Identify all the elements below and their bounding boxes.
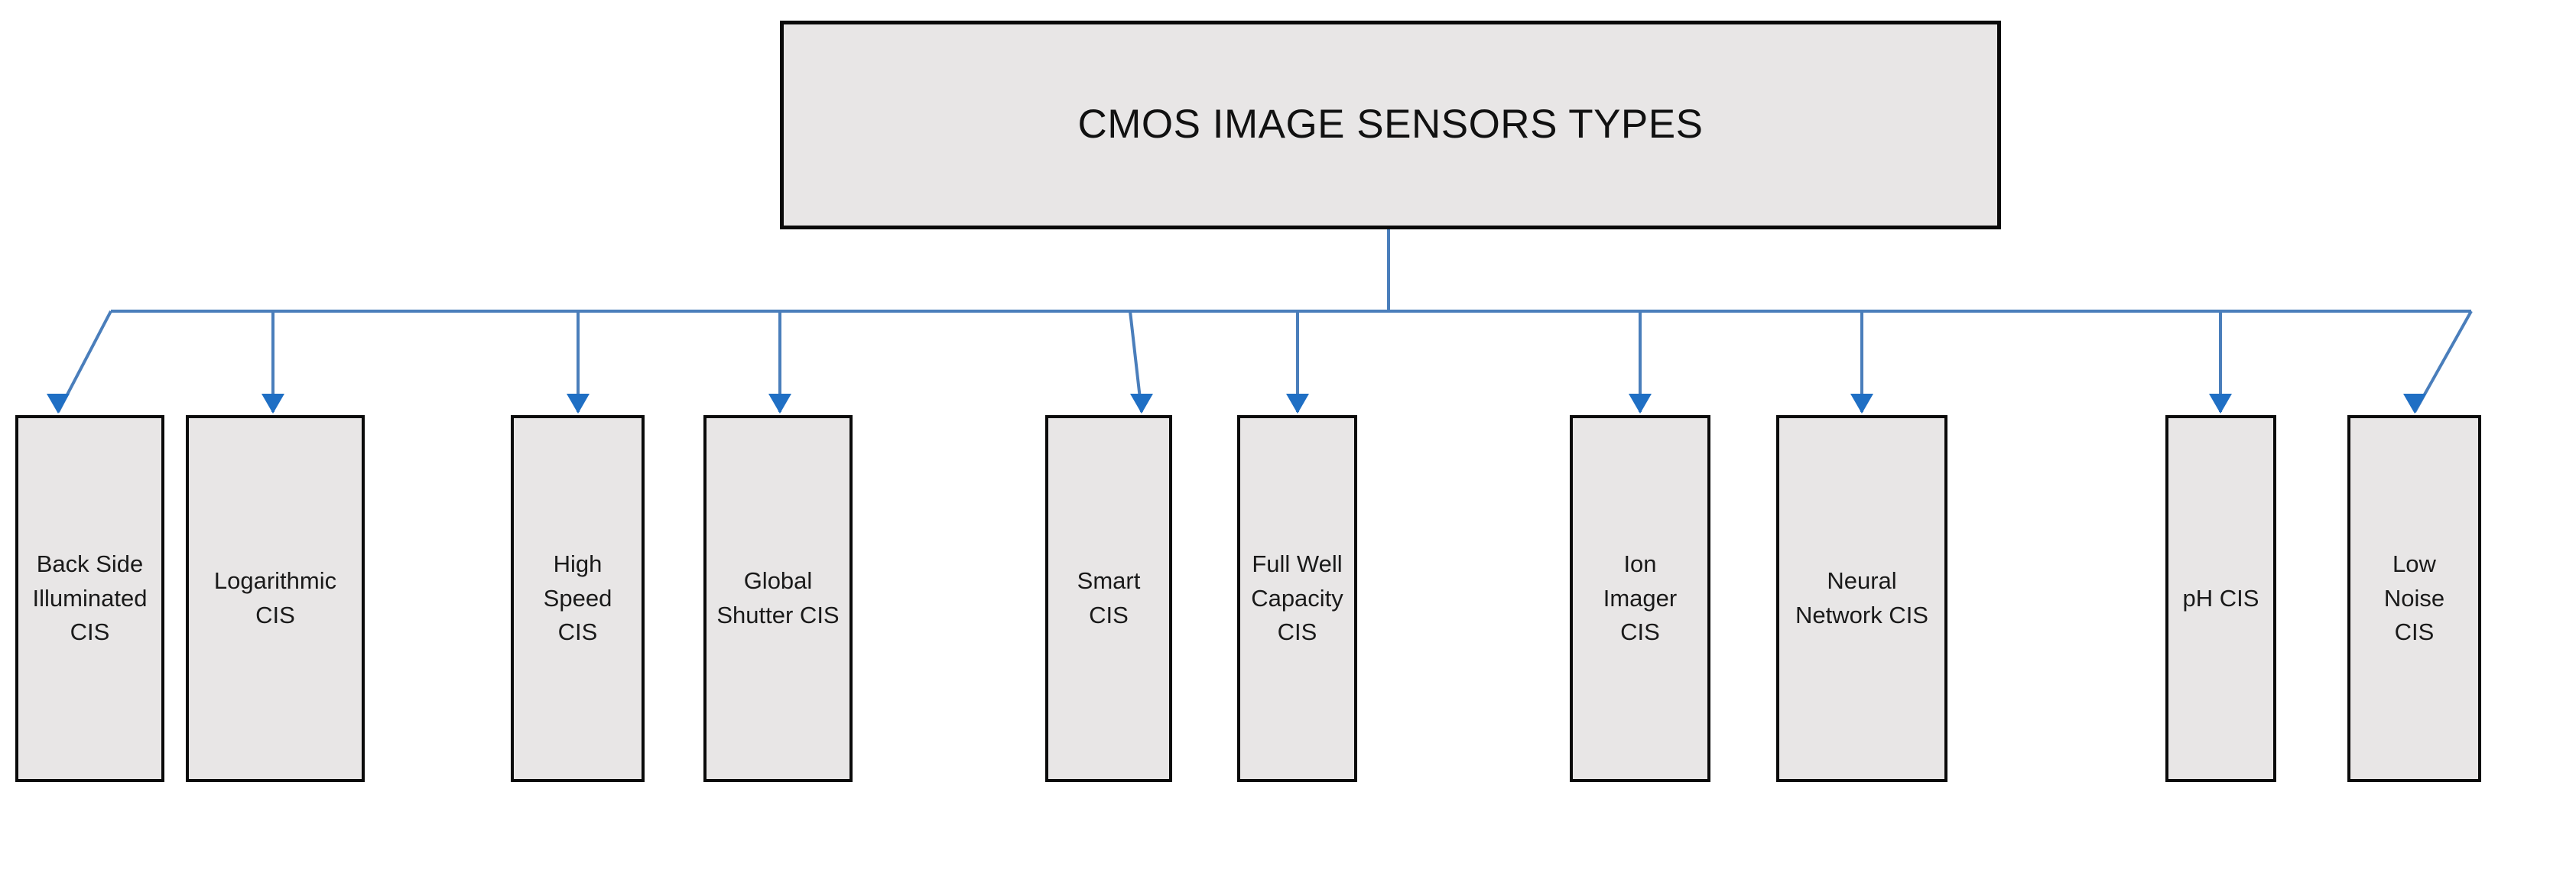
arrowhead-ph-cis	[2209, 394, 2232, 414]
leaf-node-low-noise-cis[interactable]: Low Noise CIS	[2347, 415, 2481, 782]
arrowhead-logarithmic-cis	[261, 394, 284, 414]
arrowhead-high-speed-cis	[567, 394, 590, 414]
leaf-node-label: Neural Network CIS	[1795, 567, 1928, 628]
arrowhead-smart-cis	[1130, 394, 1153, 414]
connector-drop-low-noise-cis	[2413, 310, 2473, 413]
leaf-node-label: Logarithmic CIS	[213, 567, 337, 628]
leaf-node-back-side-illuminated-cis[interactable]: Back Side Illuminated CIS	[15, 415, 164, 782]
arrowhead-ion-imager-cis	[1629, 394, 1652, 414]
connector-drop-smart-cis	[1129, 310, 1143, 413]
leaf-node-label: High Speed CIS	[543, 550, 612, 646]
leaf-node-global-shutter-cis[interactable]: Global Shutter CIS	[703, 415, 853, 782]
leaf-node-full-well-capacity-cis[interactable]: Full Well Capacity CIS	[1237, 415, 1357, 782]
leaf-node-label: Global Shutter CIS	[716, 567, 840, 628]
arrowhead-low-noise-cis	[2403, 394, 2426, 414]
arrowhead-full-well-capacity-cis	[1286, 394, 1309, 414]
leaf-node-label: Full Well Capacity CIS	[1251, 550, 1343, 646]
leaf-node-neural-network-cis[interactable]: Neural Network CIS	[1776, 415, 1947, 782]
leaf-node-label: Back Side Illuminated CIS	[32, 550, 148, 646]
leaf-node-high-speed-cis[interactable]: High Speed CIS	[511, 415, 645, 782]
leaf-node-ph-cis[interactable]: pH CIS	[2165, 415, 2276, 782]
leaf-node-label: Ion Imager CIS	[1603, 550, 1678, 646]
leaf-node-label: Low Noise CIS	[2383, 550, 2445, 646]
arrowhead-neural-network-cis	[1850, 394, 1873, 414]
root-node-label: CMOS IMAGE SENSORS TYPES	[1077, 102, 1704, 148]
connector-drop-back-side-illuminated-cis	[57, 310, 112, 413]
arrowhead-back-side-illuminated-cis	[47, 394, 70, 414]
leaf-node-label: Smart CIS	[1077, 567, 1141, 628]
leaf-node-smart-cis[interactable]: Smart CIS	[1045, 415, 1172, 782]
arrowhead-global-shutter-cis	[768, 394, 791, 414]
leaf-node-label: pH CIS	[2182, 584, 2259, 612]
leaf-node-logarithmic-cis[interactable]: Logarithmic CIS	[186, 415, 365, 782]
leaf-node-ion-imager-cis[interactable]: Ion Imager CIS	[1570, 415, 1710, 782]
root-node-cmos-image-sensors-types[interactable]: CMOS IMAGE SENSORS TYPES	[780, 21, 2001, 229]
